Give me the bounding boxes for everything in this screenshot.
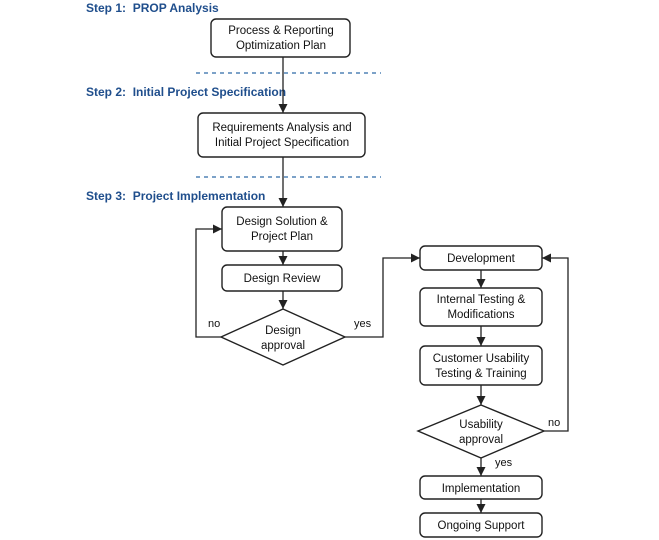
- node-development-label: Development: [447, 253, 516, 265]
- step-3-label: Step 3:: [86, 189, 127, 203]
- node-prop: Process & Reporting Optimization Plan: [210, 18, 351, 58]
- step-2-heading: Step 2: Initial Project Specification: [86, 85, 286, 99]
- node-implementation: Implementation: [419, 475, 543, 500]
- edge-usability-no: [542, 253, 569, 432]
- edge-design-no: [195, 224, 222, 338]
- edge-label-design-no: no: [208, 318, 220, 330]
- node-design-solution-line-1: Design Solution &: [236, 216, 328, 228]
- node-internal-testing-line-1: Internal Testing &: [437, 294, 526, 306]
- edge-label-design-yes: yes: [354, 318, 372, 330]
- node-ongoing-support-label: Ongoing Support: [438, 520, 526, 532]
- node-design-solution-line-2: Project Plan: [251, 231, 313, 243]
- node-design-approval-line-2: approval: [261, 340, 305, 352]
- step-1-title: PROP Analysis: [132, 1, 219, 15]
- node-customer-testing: Customer Usability Testing & Training: [419, 345, 543, 386]
- node-design-approval-line-1: Design: [265, 325, 301, 337]
- node-requirements-line-2: Initial Project Specification: [215, 137, 349, 149]
- node-development: Development: [419, 245, 543, 271]
- node-ongoing-support: Ongoing Support: [419, 512, 543, 538]
- node-usability-approval: Usability approval: [416, 404, 546, 459]
- step-1-heading: Step 1: PROP Analysis: [86, 1, 219, 15]
- node-implementation-label: Implementation: [442, 483, 521, 495]
- node-requirements: Requirements Analysis and Initial Projec…: [197, 112, 366, 158]
- node-requirements-line-1: Requirements Analysis and: [212, 122, 351, 134]
- step-3-title: Project Implementation: [132, 189, 266, 203]
- node-prop-line-2: Optimization Plan: [236, 40, 326, 52]
- node-customer-testing-line-1: Customer Usability: [433, 353, 530, 365]
- node-prop-line-1: Process & Reporting: [228, 25, 333, 37]
- node-design-review-label: Design Review: [244, 273, 321, 285]
- node-usability-approval-line-2: approval: [459, 434, 503, 446]
- node-internal-testing-line-2: Modifications: [447, 309, 514, 321]
- node-design-solution: Design Solution & Project Plan: [221, 206, 343, 252]
- edge-design-yes: [345, 253, 420, 338]
- edge-label-usability-no: no: [548, 417, 560, 429]
- step-1-label: Step 1:: [86, 1, 127, 15]
- step-2-label: Step 2:: [86, 85, 127, 99]
- node-internal-testing: Internal Testing & Modifications: [419, 287, 543, 327]
- edge-label-usability-yes: yes: [495, 457, 513, 469]
- node-usability-approval-line-1: Usability: [459, 419, 503, 431]
- node-customer-testing-line-2: Testing & Training: [435, 368, 526, 380]
- node-design-review: Design Review: [221, 264, 343, 292]
- node-design-approval: Design approval: [219, 308, 347, 366]
- step-3-heading: Step 3: Project Implementation: [86, 189, 265, 203]
- step-2-title: Initial Project Specification: [132, 85, 287, 99]
